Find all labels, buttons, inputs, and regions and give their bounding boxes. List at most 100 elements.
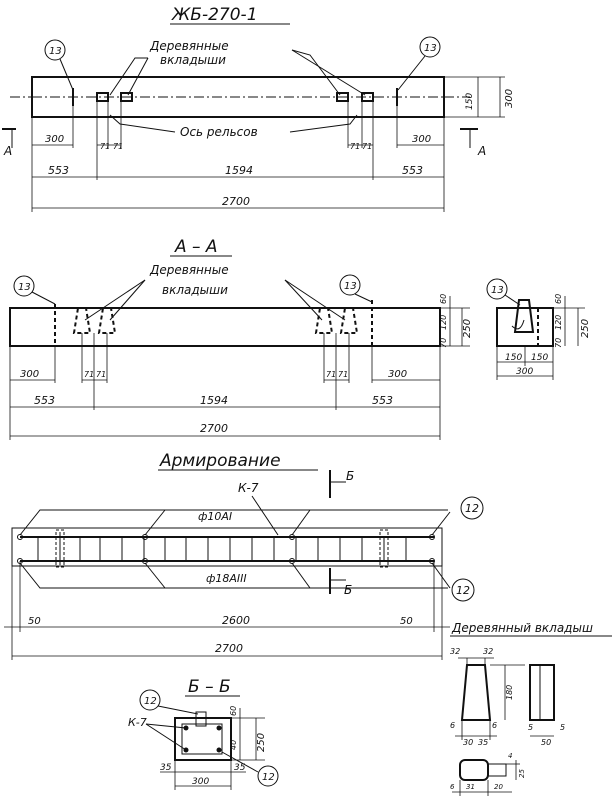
section-aa-leader-4 [284, 279, 346, 321]
insert-detail-dim-4: 4 [508, 752, 512, 760]
end-view-dim-70: 70 [554, 338, 563, 348]
reinforcement-leader-top-3 [291, 509, 311, 536]
section-aa-insert-3 [314, 307, 334, 334]
plan-insert-leader-4 [291, 49, 366, 96]
plan-callout-right-circle [419, 36, 441, 58]
insert-detail-dim-50: 50 [541, 738, 551, 747]
section-aa-leader-1 [84, 279, 146, 321]
plan-dim-300h: 300 [504, 89, 515, 108]
plan-dim-300b: 300 [412, 134, 431, 145]
insert-detail-dim-35: 35 [478, 738, 488, 747]
reinforcement-callout-bottom-circle [451, 578, 475, 602]
reinforcement-loop-left [55, 529, 65, 568]
reinforcement-bar-bottom: ф18АIII [206, 572, 247, 585]
plan-rail-axis-leader-left [109, 114, 176, 133]
section-bb-view: Б – Б 12 К-7 12 35 35 300 60 40 250 [128, 677, 279, 790]
section-bb-callout-bottom-leader [221, 751, 259, 773]
section-bb-stirrup [181, 723, 223, 755]
reinforcement-leader-bottom-2 [144, 562, 166, 589]
section-aa-dim-71b: 71 [96, 370, 106, 379]
section-bb-dim-250: 250 [256, 733, 267, 752]
insert-detail-title: Деревянный вкладыш [451, 621, 593, 635]
section-aa-callout-right: 13 [344, 281, 357, 292]
section-aa-dim-300a: 300 [20, 369, 39, 380]
insert-detail-dim-5b: 5 [560, 723, 565, 732]
insert-detail-dim-31: 31 [466, 783, 475, 791]
section-bb-dim-40: 40 [229, 740, 238, 750]
plan-callout-left-leader [59, 58, 74, 91]
plan-insert-2 [120, 92, 133, 102]
reinforcement-leader-bottom-4 [431, 562, 451, 589]
insert-detail-dim-32b: 32 [483, 647, 493, 656]
section-aa-dim-250: 250 [462, 319, 473, 338]
plan-view: ЖБ-270-1 Деревянные вкладыши 13 13 А [2, 5, 515, 212]
section-bb-dim-35a: 35 [160, 763, 172, 773]
end-view-callout: 13 [491, 285, 504, 296]
end-view-dim-250: 250 [580, 319, 591, 338]
insert-detail-dim-32a: 32 [450, 647, 460, 656]
section-aa-insert-1 [72, 307, 92, 334]
insert-detail-view: Деревянный вкладыш 32 32 180 6 6 30 35 5… [450, 621, 612, 796]
plan-dim-300a: 300 [45, 134, 64, 145]
reinforcement-dim-2700: 2700 [215, 642, 243, 655]
section-aa-dim-71d: 71 [338, 370, 348, 379]
section-aa-insert-4 [339, 307, 359, 334]
plan-dim-71a: 71 [100, 142, 110, 151]
end-view-callout-leader [504, 294, 521, 306]
plan-section-right: А [477, 144, 486, 158]
section-bb-title: Б – Б [188, 677, 231, 697]
insert-detail-dim-5a: 5 [528, 723, 533, 732]
plan-dim-2700: 2700 [222, 195, 250, 208]
section-bb-bar-2 [216, 725, 222, 731]
end-view-dim-60: 60 [554, 294, 563, 304]
section-aa-dim-70: 70 [439, 338, 448, 348]
plan-dim-71b: 71 [113, 142, 123, 151]
section-aa-dim-2700: 2700 [200, 422, 228, 435]
end-view: 13 150 150 300 60 120 70 250 [486, 278, 591, 380]
section-aa-title: А – А [174, 237, 218, 257]
insert-detail-side [529, 664, 555, 721]
insert-detail-plan-tab [487, 763, 507, 777]
section-bb-dim-300: 300 [192, 777, 209, 787]
section-bb-callout-bottom-circle [257, 765, 279, 787]
reinforcement-callout-bottom: 12 [456, 584, 470, 597]
end-view-dim-120: 120 [554, 315, 563, 330]
reinforcement-stirrups [37, 532, 407, 565]
plan-dim-71d: 71 [362, 142, 372, 151]
section-aa-dim-300b: 300 [388, 369, 407, 380]
plan-insert-leader-1 [109, 57, 148, 96]
reinforcement-beam-outline [11, 527, 443, 567]
reinforcement-loop-right [379, 529, 389, 568]
section-aa-insert-label-1: Деревянные [149, 263, 229, 277]
reinforcement-leader-top-2 [144, 509, 166, 536]
section-bb-frame: К-7 [128, 716, 147, 729]
section-bb-callout-bottom: 12 [262, 772, 275, 783]
insert-detail-elevation [460, 664, 492, 721]
insert-detail-dim-6c: 6 [450, 783, 455, 791]
section-aa-insert-label-2: вкладыши [162, 283, 228, 297]
insert-detail-dim-25: 25 [518, 769, 526, 778]
reinforcement-frame-leader [251, 495, 279, 536]
reinforcement-section-bottom: Б [344, 583, 352, 597]
section-aa-callout-right-circle [339, 274, 361, 296]
plan-callout-right-leader [397, 55, 426, 91]
reinforcement-bar-top: ф10АI [198, 510, 232, 523]
plan-title: ЖБ-270-1 [171, 5, 258, 25]
plan-section-left: А [3, 144, 12, 158]
reinforcement-callout-top-circle [460, 496, 484, 520]
insert-detail-plan [459, 759, 489, 781]
section-bb-dim-60: 60 [229, 706, 238, 716]
section-aa-beam-outline [9, 307, 441, 347]
reinforcement-leader-bottom-1 [19, 562, 448, 589]
end-view-insert [513, 299, 535, 333]
section-aa-dim-553a: 553 [34, 394, 55, 407]
reinforcement-leader-top-4 [431, 511, 451, 536]
plan-insert-label-1: Деревянные [149, 39, 229, 53]
section-bb-callout-top-circle [139, 689, 161, 711]
section-bb-dim-35b: 35 [234, 763, 246, 773]
reinforcement-dim-50a: 50 [28, 616, 41, 627]
section-aa-insert-2 [97, 307, 117, 334]
plan-dim-150: 150 [465, 93, 475, 110]
section-bb-frame-leader-1 [145, 723, 187, 729]
section-aa-callout-left-leader [31, 291, 56, 305]
